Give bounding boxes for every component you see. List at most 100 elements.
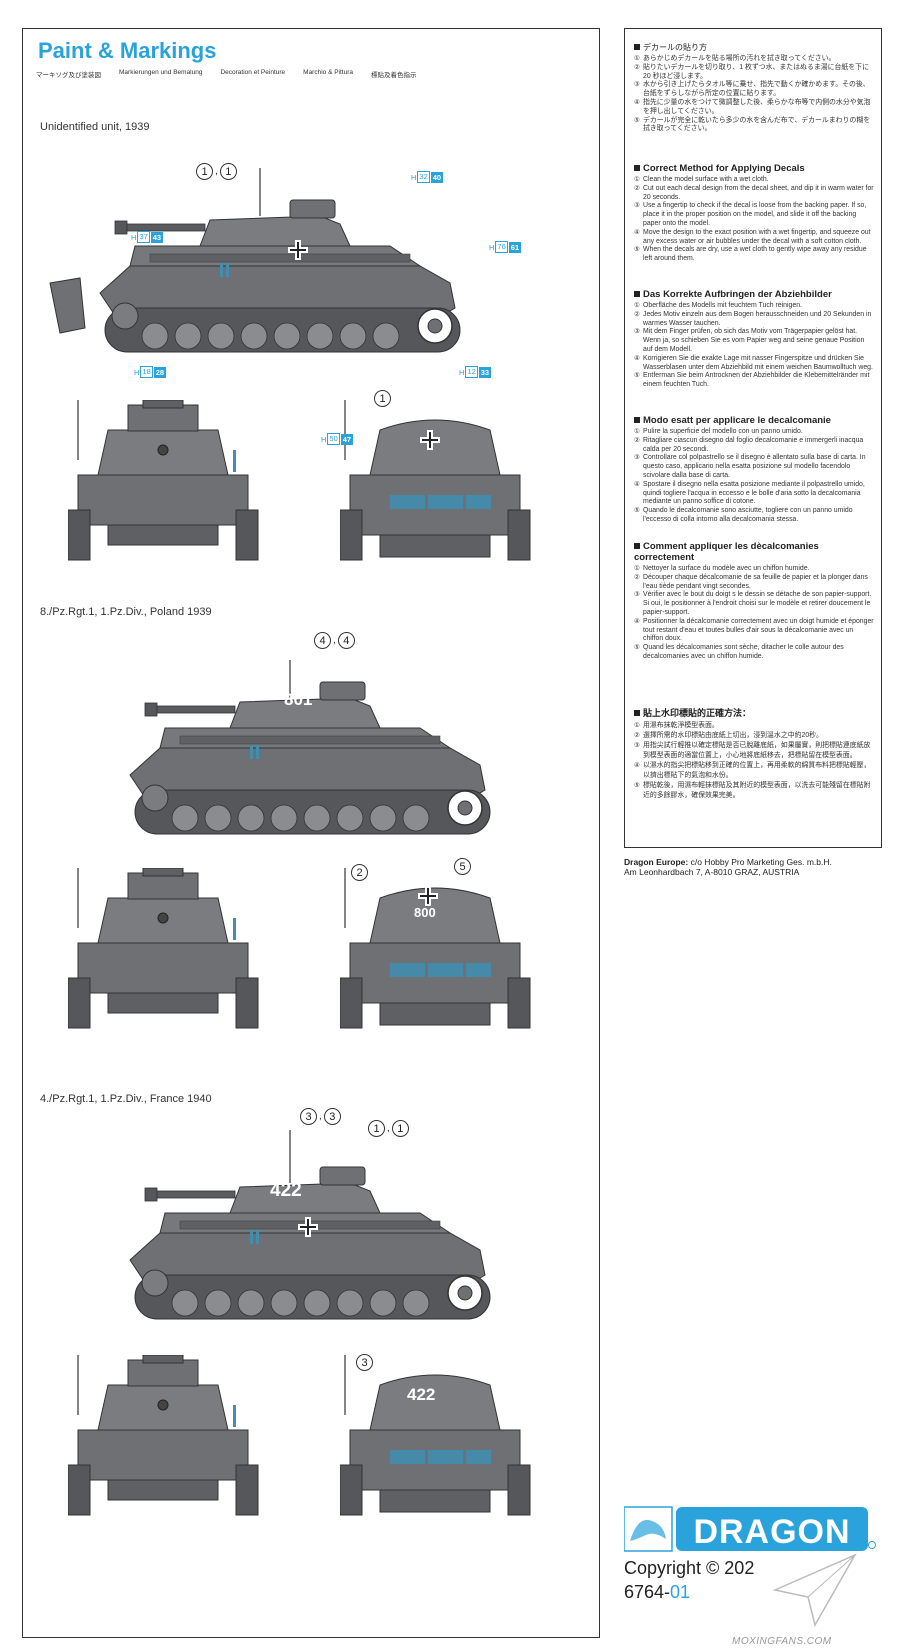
french-heading: Comment appliquer les dècalcomanies corr… [634, 541, 819, 563]
callout-rear-5: 5 [454, 858, 471, 875]
callout-rear-3: 3 [356, 1354, 373, 1371]
turret-number-2: 801 [284, 690, 313, 709]
section-1-label: Unidentified unit, 1939 [40, 121, 150, 133]
callout-rear-1: 1 [374, 390, 391, 407]
instructions-german: Das Korrekte Aufbringen der Abziehbilder… [634, 289, 874, 390]
product-code: 6764-01 [624, 1582, 690, 1603]
callout-4a: 4 [314, 632, 331, 649]
section-2-label: 8./Pz.Rgt.1, 1.Pz.Div., Poland 1939 [40, 606, 212, 618]
address-line-1: c/o Hobby Pro Marketing Ges. m.b.H. [690, 857, 832, 867]
chinese-heading: 貼上水印標貼的正確方法： [643, 708, 752, 718]
rear-number-3: 422 [407, 1385, 436, 1404]
section-3-callouts-left: 3 , 3 [300, 1108, 341, 1125]
subtitle-german: Markierungen und Bemalung [119, 69, 203, 76]
dragon-logo: DRAGON [624, 1506, 876, 1552]
watermark: MOXINGFANS.COM [732, 1636, 832, 1647]
subtitle-chinese: 標貼及着色指示 [371, 72, 417, 79]
instructions-french: Comment appliquer les dècalcomanies corr… [634, 541, 874, 662]
callout-1b: 1 [219, 163, 237, 180]
tank-3-front-view [68, 1355, 259, 1516]
markings-panel [22, 28, 600, 1638]
dragon-europe-label: Dragon Europe: [624, 857, 689, 867]
tank-1-side-view [49, 168, 461, 353]
subtitle-japanese: マーキソグ及び塗装図 [36, 72, 101, 79]
page-title: Paint & Markings [38, 38, 217, 63]
callout-3b: 3 [323, 1108, 341, 1125]
section-3-callouts-right: 1 , 1 [368, 1120, 409, 1137]
address-line-2: Am Leonhardbach 7, A-8010 GRAZ, AUSTRIA [624, 867, 800, 877]
callout-1d: 1 [391, 1120, 409, 1137]
section-2-callouts: 4 , 4 [314, 632, 355, 649]
instructions-panel [624, 28, 882, 848]
callout-1a: 1 [196, 163, 213, 180]
code-accent: 01 [670, 1582, 691, 1602]
italian-heading: Modo esatt per applicare le decalcomanie [643, 415, 831, 426]
subtitle-italian: Marchio & Pittura [303, 69, 354, 76]
logo-text: DRAGON [693, 1513, 850, 1551]
callout-rear-2: 2 [351, 864, 368, 881]
code-main: 6764- [624, 1582, 671, 1602]
callout-1c: 1 [368, 1120, 385, 1137]
subtitle-french: Decoration et Peinture [220, 69, 286, 76]
dragon-europe-address: Dragon Europe: c/o Hobby Pro Marketing G… [624, 857, 894, 877]
tank-1-rear-view [340, 400, 531, 561]
japanese-heading: デカールの貼り方 [643, 43, 707, 52]
turret-number-3: 422 [270, 1180, 302, 1201]
tank-2-rear-view [340, 868, 531, 1029]
tank-1-front-view [68, 400, 259, 561]
german-heading: Das Korrekte Aufbringen der Abziehbilder [643, 289, 832, 300]
section-3-label: 4./Pz.Rgt.1, 1.Pz.Div., France 1940 [40, 1093, 212, 1105]
tank-3-rear-view [340, 1355, 531, 1516]
tank-2-front-view [68, 868, 259, 1029]
callout-3a: 3 [300, 1108, 317, 1125]
instructions-italian: Modo esatt per applicare le decalcomanie… [634, 415, 874, 525]
paper-plane-icon [772, 1553, 857, 1627]
callout-4b: 4 [337, 632, 355, 649]
subtitle-row: マーキソグ及び塗装図 Markierungen und Bemalung Dec… [36, 69, 417, 79]
copyright-text: Copyright © 202 [624, 1558, 755, 1578]
tank-3-side-view [129, 1130, 491, 1320]
section-1-callouts: 1 , 1 [196, 163, 237, 180]
rear-number-2: 800 [414, 905, 436, 920]
english-heading: Correct Method for Applying Decals [643, 163, 805, 174]
